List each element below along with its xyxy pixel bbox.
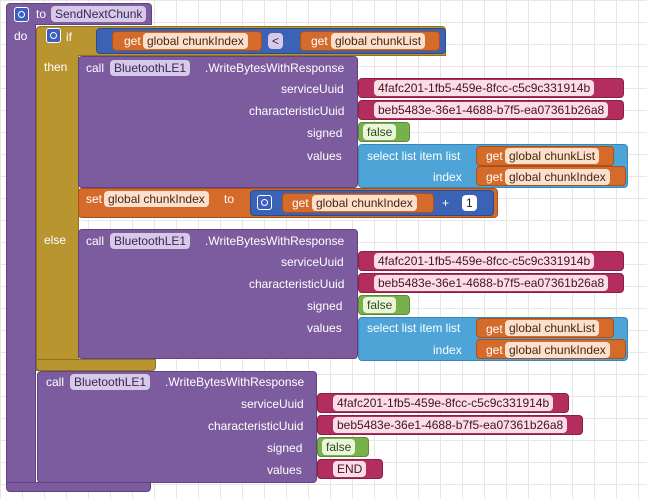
get-label-5: get <box>292 196 309 210</box>
then-column <box>36 55 79 371</box>
string-characteristic-value[interactable]: beb5483e-36e1-4688-b7f5-ea07361b26a8 <box>374 102 609 118</box>
string-characteristic-value-2[interactable]: beb5483e-36e1-4688-b7f5-ea07361b26a8 <box>374 275 609 291</box>
set-var-chunkindex[interactable]: global chunkIndex <box>104 191 209 207</box>
set-to-label: to <box>224 192 235 206</box>
param-values: values <box>307 149 342 163</box>
if-label: if <box>66 30 72 44</box>
index-label-2: index <box>433 343 462 357</box>
param-characteristicuuid-2: characteristicUuid <box>249 277 345 291</box>
string-service-value[interactable]: 4fafc201-1fb5-459e-8fcc-c5c9c331914b <box>374 80 595 96</box>
number-one[interactable]: 1 <box>462 195 477 211</box>
if-bottom <box>36 359 156 371</box>
method-name: .WriteBytesWithResponse <box>205 61 345 75</box>
else-label: else <box>44 233 67 247</box>
var-chunkindex-3[interactable]: global chunkIndex <box>312 195 417 211</box>
if-mutator-gear-icon[interactable] <box>46 28 61 43</box>
proc-to-label: to <box>36 7 47 21</box>
procedure-bottom <box>6 482 151 492</box>
call-block-then[interactable] <box>78 56 358 188</box>
compare-operator[interactable]: < <box>268 33 284 49</box>
get-label-7: get <box>486 343 503 357</box>
plus-operator: + <box>442 196 450 210</box>
component-dropdown[interactable]: BluetoothLE1 <box>110 60 191 76</box>
param-signed-2: signed <box>307 299 343 313</box>
string-service-value-2[interactable]: 4fafc201-1fb5-459e-8fcc-c5c9c331914b <box>374 253 595 269</box>
component-dropdown-3[interactable]: BluetoothLE1 <box>70 374 151 390</box>
var-chunkindex-2[interactable]: global chunkIndex <box>505 169 610 185</box>
param-signed-3: signed <box>267 441 303 455</box>
call-label-3: call <box>46 375 65 389</box>
get-label-3: get <box>486 149 503 163</box>
string-characteristic-value-3[interactable]: beb5483e-36e1-4688-b7f5-ea07361b26a8 <box>333 417 568 433</box>
method-name-3: .WriteBytesWithResponse <box>165 375 305 389</box>
bool-false-3[interactable]: false <box>322 439 356 455</box>
get-label-4: get <box>486 170 503 184</box>
string-end-value[interactable]: END <box>333 461 367 477</box>
param-values-2: values <box>307 321 342 335</box>
get-label-2: get <box>311 34 328 48</box>
param-values-3: values <box>267 463 302 477</box>
select-list-label-2: select list item list <box>367 321 461 335</box>
get-label-6: get <box>486 322 503 336</box>
index-label: index <box>433 170 462 184</box>
param-signed: signed <box>307 126 343 140</box>
procedure-name[interactable]: SendNextChunk <box>51 6 147 22</box>
param-serviceuuid-3: serviceUuid <box>241 397 304 411</box>
call-label: call <box>86 61 105 75</box>
param-serviceuuid-2: serviceUuid <box>281 255 344 269</box>
param-serviceuuid: serviceUuid <box>281 82 344 96</box>
get-label: get <box>124 34 141 48</box>
call-label-2: call <box>86 234 105 248</box>
add-mutator-gear-icon[interactable] <box>257 195 272 210</box>
bool-false-2[interactable]: false <box>363 297 397 313</box>
component-dropdown-2[interactable]: BluetoothLE1 <box>110 233 191 249</box>
var-chunklist-2[interactable]: global chunkList <box>505 148 600 164</box>
call-block-else[interactable] <box>78 229 358 359</box>
mutator-gear-icon[interactable] <box>14 7 29 22</box>
var-chunklist[interactable]: global chunkList <box>331 33 426 49</box>
then-label: then <box>44 60 68 74</box>
var-chunkindex[interactable]: global chunkIndex <box>143 33 248 49</box>
proc-do-label: do <box>14 29 28 43</box>
param-characteristicuuid-3: characteristicUuid <box>208 419 304 433</box>
string-service-value-3[interactable]: 4fafc201-1fb5-459e-8fcc-c5c9c331914b <box>333 395 554 411</box>
method-name-2: .WriteBytesWithResponse <box>205 234 345 248</box>
procedure-body-left <box>6 24 36 484</box>
set-label: set <box>86 192 103 206</box>
var-chunklist-3[interactable]: global chunkList <box>505 320 600 336</box>
select-list-label: select list item list <box>367 149 461 163</box>
bool-false[interactable]: false <box>363 124 397 140</box>
param-characteristicuuid: characteristicUuid <box>249 104 345 118</box>
var-chunkindex-4[interactable]: global chunkIndex <box>505 342 610 358</box>
